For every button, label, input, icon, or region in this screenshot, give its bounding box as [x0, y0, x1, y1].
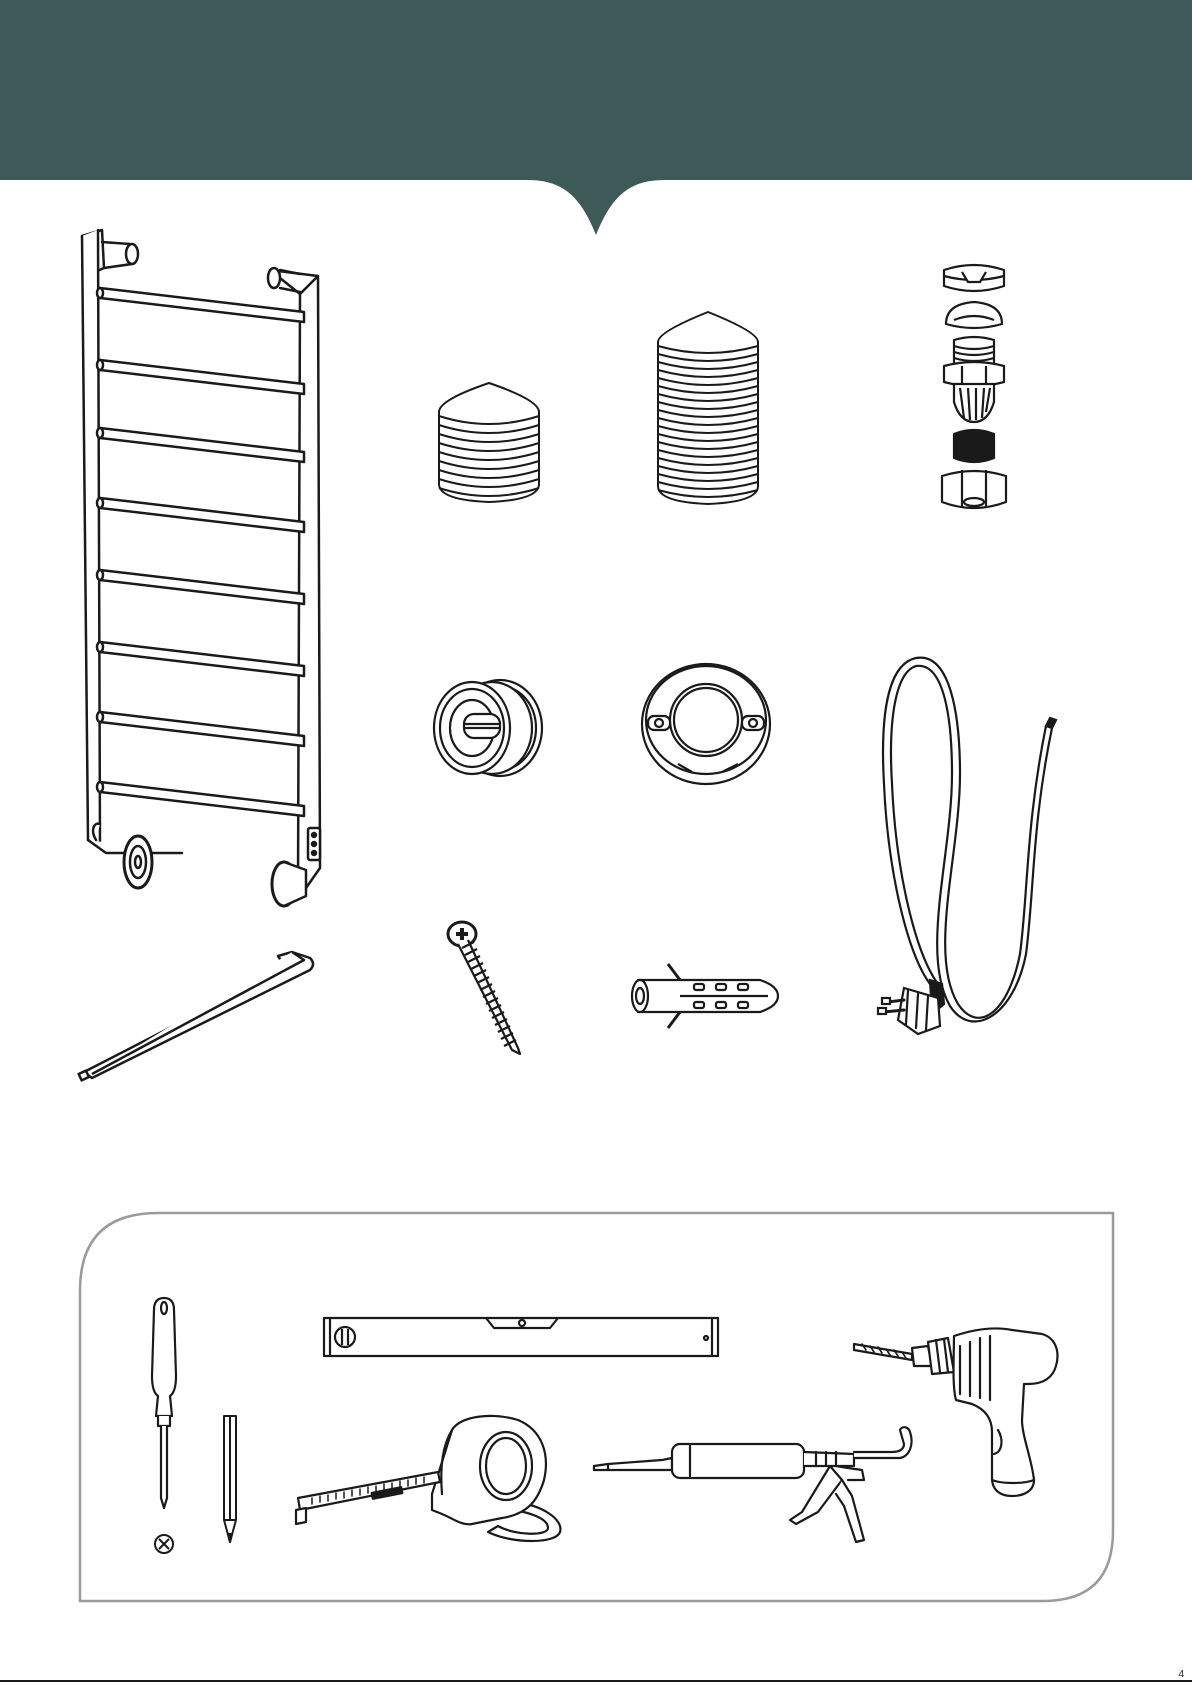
spirit-level-icon — [322, 1314, 720, 1358]
phillips-screw-icon — [446, 918, 532, 1058]
power-cable-plug-icon — [868, 654, 1064, 1034]
wall-plug-icon — [628, 960, 784, 1032]
header-band — [0, 0, 1192, 240]
towel-rail-icon — [70, 228, 340, 918]
threaded-plug-short-icon — [436, 380, 542, 508]
footer-rule — [0, 1680, 1192, 1682]
phillips-screwdriver-icon — [146, 1296, 182, 1516]
down-notch-icon — [0, 0, 1192, 235]
page-number: 4 — [1178, 1669, 1184, 1680]
phillips-head-symbol-icon — [152, 1532, 176, 1556]
cover-ring-icon — [638, 660, 774, 786]
power-drill-icon — [852, 1312, 1066, 1496]
threaded-plug-long-icon — [654, 310, 762, 508]
cable-gland-exploded-icon — [934, 262, 1014, 514]
wall-bracket-icon — [428, 676, 546, 780]
pencil-icon — [220, 1414, 240, 1546]
tape-measure-icon — [292, 1410, 574, 1548]
allen-key-icon — [78, 948, 328, 1088]
